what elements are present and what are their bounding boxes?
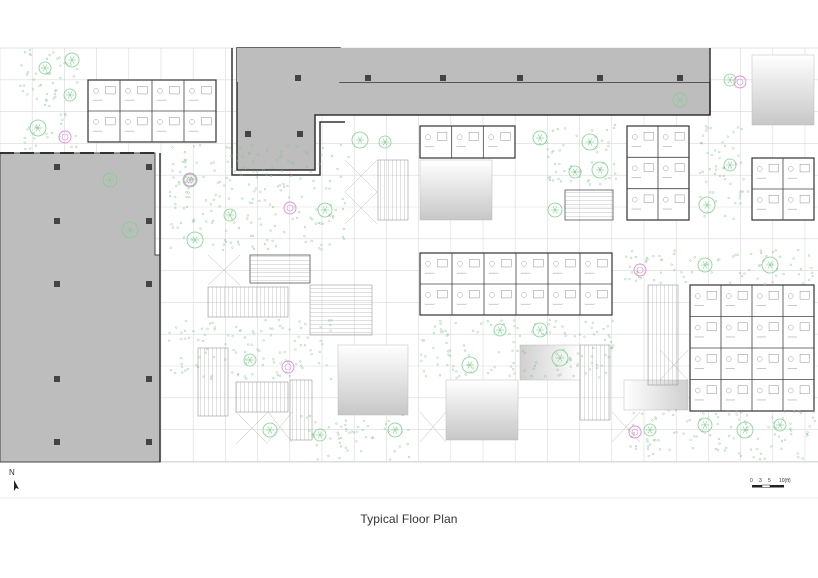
tree-icon xyxy=(182,172,198,188)
tree-icon xyxy=(643,423,657,437)
drawing-title: Typical Floor Plan xyxy=(360,512,458,526)
housing-unit xyxy=(419,252,613,316)
tree-icon xyxy=(262,422,278,438)
tree-icon xyxy=(698,196,716,214)
column xyxy=(146,218,152,224)
tree-icon xyxy=(547,202,563,218)
columns xyxy=(54,75,683,445)
housing-unit xyxy=(689,284,815,412)
column xyxy=(54,164,60,170)
column xyxy=(517,75,523,81)
column xyxy=(297,131,303,137)
tree-icon xyxy=(532,322,548,338)
tree-icon xyxy=(351,131,369,149)
tree-icon xyxy=(591,161,609,179)
tree-icon xyxy=(697,257,713,273)
stair-ramps xyxy=(197,159,679,441)
tree-icon xyxy=(186,231,204,249)
column xyxy=(295,75,301,81)
flowering-tree-icon xyxy=(58,130,72,144)
tree-icon xyxy=(102,172,118,188)
tree-icon xyxy=(243,353,257,367)
tree-icon xyxy=(461,356,479,374)
north-arrow-icon xyxy=(14,480,19,491)
housing-unit xyxy=(419,125,516,159)
tree-icon xyxy=(761,256,779,274)
column xyxy=(54,218,60,224)
column xyxy=(245,131,251,137)
tree-icon xyxy=(773,418,787,432)
column xyxy=(597,75,603,81)
tree-icon xyxy=(387,422,403,438)
tree-icon xyxy=(532,130,548,146)
housing-unit xyxy=(87,79,217,143)
tree-icon xyxy=(64,52,80,68)
scale-bar xyxy=(752,484,784,488)
column xyxy=(365,75,371,81)
scale-tick-5: 5 xyxy=(768,478,771,484)
tree-icon xyxy=(223,208,237,222)
north-label: N xyxy=(9,468,15,477)
tree-icon xyxy=(378,135,392,149)
column xyxy=(146,281,152,287)
column xyxy=(146,164,152,170)
flowering-tree-icon xyxy=(628,425,642,439)
scale-tick-0: 0 xyxy=(750,478,753,484)
tree-icon xyxy=(313,428,327,442)
column xyxy=(677,75,683,81)
tree-icon xyxy=(672,92,688,108)
column xyxy=(146,439,152,445)
tree-icon xyxy=(121,221,139,239)
tree-icon xyxy=(317,202,333,218)
tree-icon xyxy=(38,61,52,75)
housing-units xyxy=(87,79,815,412)
housing-unit xyxy=(751,157,815,221)
scale-tick-10: 10(ft) xyxy=(779,478,791,484)
column xyxy=(54,439,60,445)
grey-slabs xyxy=(0,47,711,463)
column xyxy=(54,281,60,287)
tree-icon xyxy=(551,349,569,367)
tree-icon xyxy=(697,417,713,433)
scale-tick-3: 3 xyxy=(759,478,762,484)
tree-icon xyxy=(63,88,77,102)
column xyxy=(54,376,60,382)
tree-icon xyxy=(723,158,737,172)
vegetation xyxy=(19,48,816,461)
tree-icon xyxy=(493,323,507,337)
housing-unit xyxy=(626,125,690,221)
flowering-tree-icon xyxy=(281,360,295,374)
column xyxy=(440,75,446,81)
flowering-tree-icon xyxy=(733,75,747,89)
column xyxy=(146,376,152,382)
tree-icon xyxy=(723,73,737,87)
flowering-tree-icon xyxy=(633,263,647,277)
